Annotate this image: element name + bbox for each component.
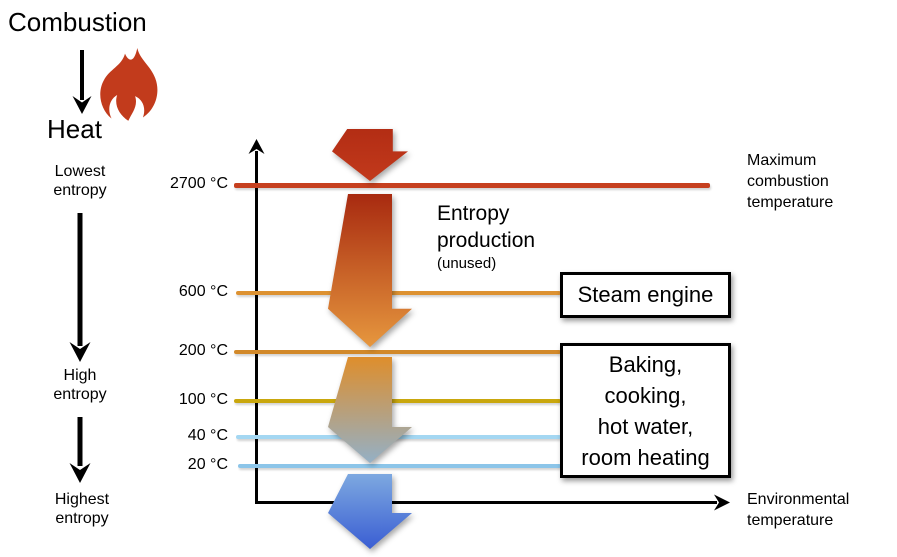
temp-line-600: [236, 291, 561, 295]
low-temperature-uses-box: Baking, cooking, hot water, room heating: [560, 343, 731, 478]
temp-label-200: 200 °C: [178, 342, 228, 359]
high-entropy-label: High entropy: [53, 367, 107, 403]
entropy-flow-arrow-mid-shape: [328, 357, 412, 463]
heat-label: Heat: [47, 114, 102, 144]
temp-line-2700: [234, 183, 710, 188]
heat-input-arrow-shape: [332, 129, 408, 181]
combustion-down-arrow-icon: [72, 50, 92, 114]
combustion-label: Combustion: [8, 7, 147, 37]
steam-engine-box-label: Steam engine: [577, 282, 714, 307]
heat-input-arrow: [332, 129, 408, 181]
temp-label-40: 40 °C: [187, 427, 228, 444]
temp-label-2700: 2700 °C: [170, 175, 228, 192]
flame-icon: [100, 48, 158, 121]
entropy-production-label: Entropy production: [437, 202, 536, 252]
low-temperature-uses-label: Baking, cooking, hot water, room heating: [581, 351, 710, 470]
temp-label-600: 600 °C: [178, 283, 228, 300]
entropy-production-note: (unused): [437, 255, 497, 272]
environmental-temperature-label: Environmental temperature: [747, 491, 850, 529]
temp-line-100: [234, 399, 561, 403]
lowest-entropy-label: Lowest entropy: [53, 163, 107, 199]
entropy-increase-arrow-2-icon: [69, 417, 91, 483]
flame-path: [100, 48, 158, 121]
max-combustion-temperature-label: Maximum combustion temperature: [747, 152, 834, 211]
temp-label-100: 100 °C: [178, 391, 228, 408]
steam-engine-box: Steam engine: [560, 272, 731, 318]
entropy-flow-arrow-hot: [328, 194, 412, 347]
highest-entropy-label: Highest entropy: [54, 491, 110, 527]
entropy-flow-arrow-mid: [328, 357, 412, 463]
entropy-flow-arrow-hot-shape: [328, 194, 412, 347]
entropy-increase-arrow-1-icon: [69, 213, 91, 362]
environment-axis: [255, 494, 730, 511]
temp-line-200: [234, 350, 561, 354]
entropy-flow-arrow-cool: [328, 474, 412, 549]
temperature-axis: [248, 139, 265, 504]
temp-line-20: [238, 464, 561, 468]
temp-label-20: 20 °C: [187, 456, 228, 473]
entropy-flow-arrow-cool-shape: [328, 474, 412, 549]
